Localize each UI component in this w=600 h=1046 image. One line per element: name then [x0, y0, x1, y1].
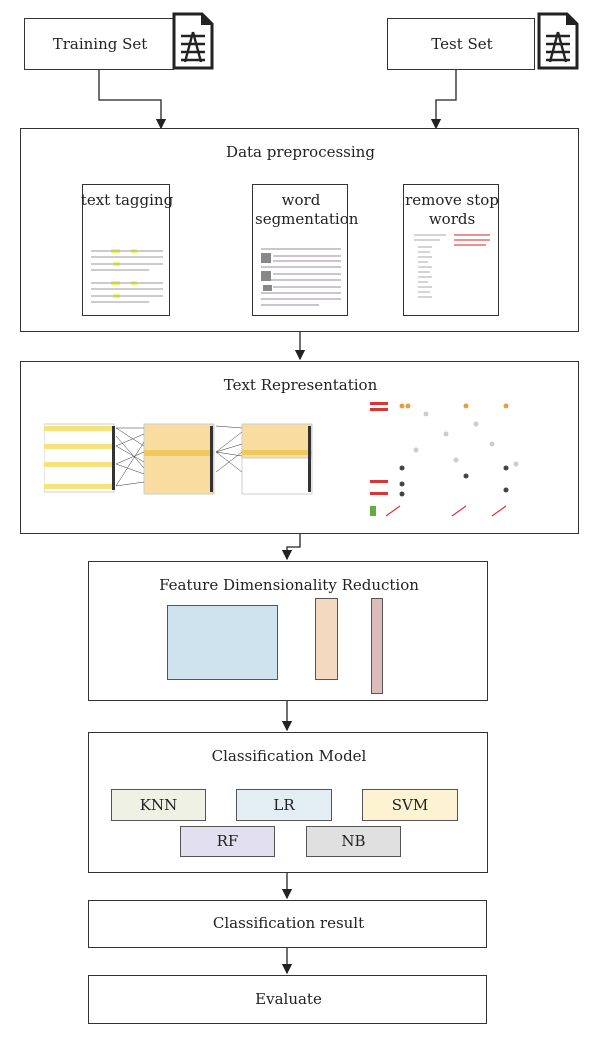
model-rf: RF — [180, 826, 275, 857]
test-set-box: Test Set — [387, 18, 535, 70]
dot-matrix-thumbnail — [366, 394, 532, 522]
training-set-label: Training Set — [52, 35, 148, 53]
output-layer-block — [371, 598, 383, 694]
remove-stop-words-label: remove stop words — [405, 191, 499, 228]
evaluate-label: Evaluate — [255, 990, 322, 1008]
training-set-box: Training Set — [24, 18, 174, 70]
model-knn: KNN — [111, 789, 206, 821]
data-preprocessing-title: Data preprocessing — [226, 143, 375, 161]
word-segmentation-label: word segmentation — [255, 191, 359, 228]
tagged-text-thumbnail — [91, 249, 163, 303]
remove-stop-words-step: remove stop words — [403, 184, 499, 316]
text-tagging-label: text tagging — [80, 191, 174, 209]
model-lr: LR — [236, 789, 332, 821]
hidden-layer-block — [315, 598, 338, 680]
model-svm: SVM — [362, 789, 458, 821]
arrow-training-to-preprocessing — [98, 70, 167, 130]
document-icon — [172, 12, 214, 70]
stopword-list-thumbnail — [414, 234, 490, 298]
text-representation-title: Text Representation — [223, 376, 378, 394]
model-nb: NB — [306, 826, 401, 857]
test-set-label: Test Set — [431, 35, 493, 53]
arrow-test-to-preprocessing — [430, 70, 457, 130]
text-tagging-step: text tagging — [81, 184, 173, 316]
feature-reduction-box: Feature Dimensionality Reduction — [88, 561, 488, 701]
classification-model-title: Classification Model — [211, 747, 367, 765]
classification-result-box: Classification result — [88, 900, 487, 948]
word-graph-thumbnail — [44, 423, 313, 495]
classification-result-label: Classification result — [212, 914, 365, 932]
input-layer-block — [167, 605, 278, 680]
arrow-representation-to-reduction — [281, 534, 301, 561]
document-icon — [537, 12, 579, 70]
feature-reduction-title: Feature Dimensionality Reduction — [159, 576, 419, 594]
evaluate-box: Evaluate — [88, 975, 487, 1024]
word-segmentation-step: word segmentation — [252, 184, 359, 316]
segmented-text-thumbnail — [261, 248, 341, 306]
